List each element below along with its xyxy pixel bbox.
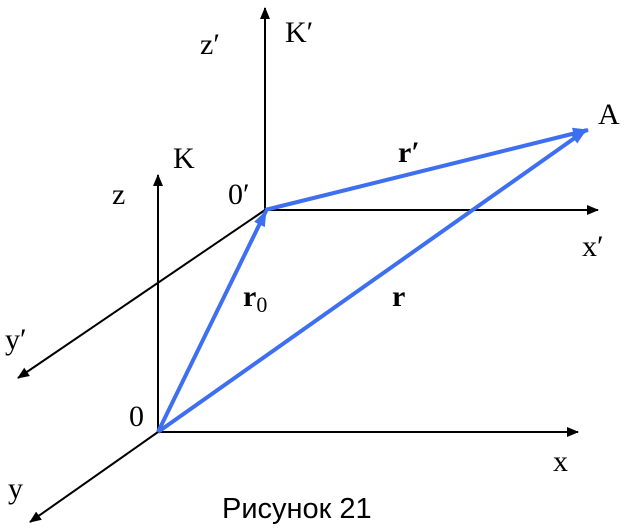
x-prime-label: x′ — [582, 230, 604, 263]
vector-r0-main: r — [243, 280, 256, 313]
origin-label: 0 — [129, 400, 144, 433]
x-label: x — [553, 445, 568, 478]
y-prime-label: y′ — [5, 323, 27, 356]
frame-k-prime-label: K′ — [285, 16, 313, 49]
vector-r-label: r — [392, 280, 405, 313]
vector-r-prime — [264, 127, 589, 212]
vector-r — [156, 128, 588, 434]
y-prime-axis — [17, 209, 266, 379]
z-prime-label: z′ — [200, 28, 220, 61]
z-label: z — [112, 178, 125, 211]
origin-prime-label: 0′ — [228, 178, 250, 211]
frame-k-label: K — [173, 142, 195, 175]
vector-r0-subscript: 0 — [256, 292, 267, 317]
vector-r0-label: r0 — [243, 280, 267, 317]
vector-r0 — [156, 210, 268, 433]
point-a-label: A — [598, 98, 620, 131]
y-label: y — [8, 472, 23, 505]
figure-caption: Рисунок 21 — [222, 493, 372, 525]
y-axis — [29, 431, 159, 523]
vector-r-prime-label: r′ — [398, 136, 420, 169]
